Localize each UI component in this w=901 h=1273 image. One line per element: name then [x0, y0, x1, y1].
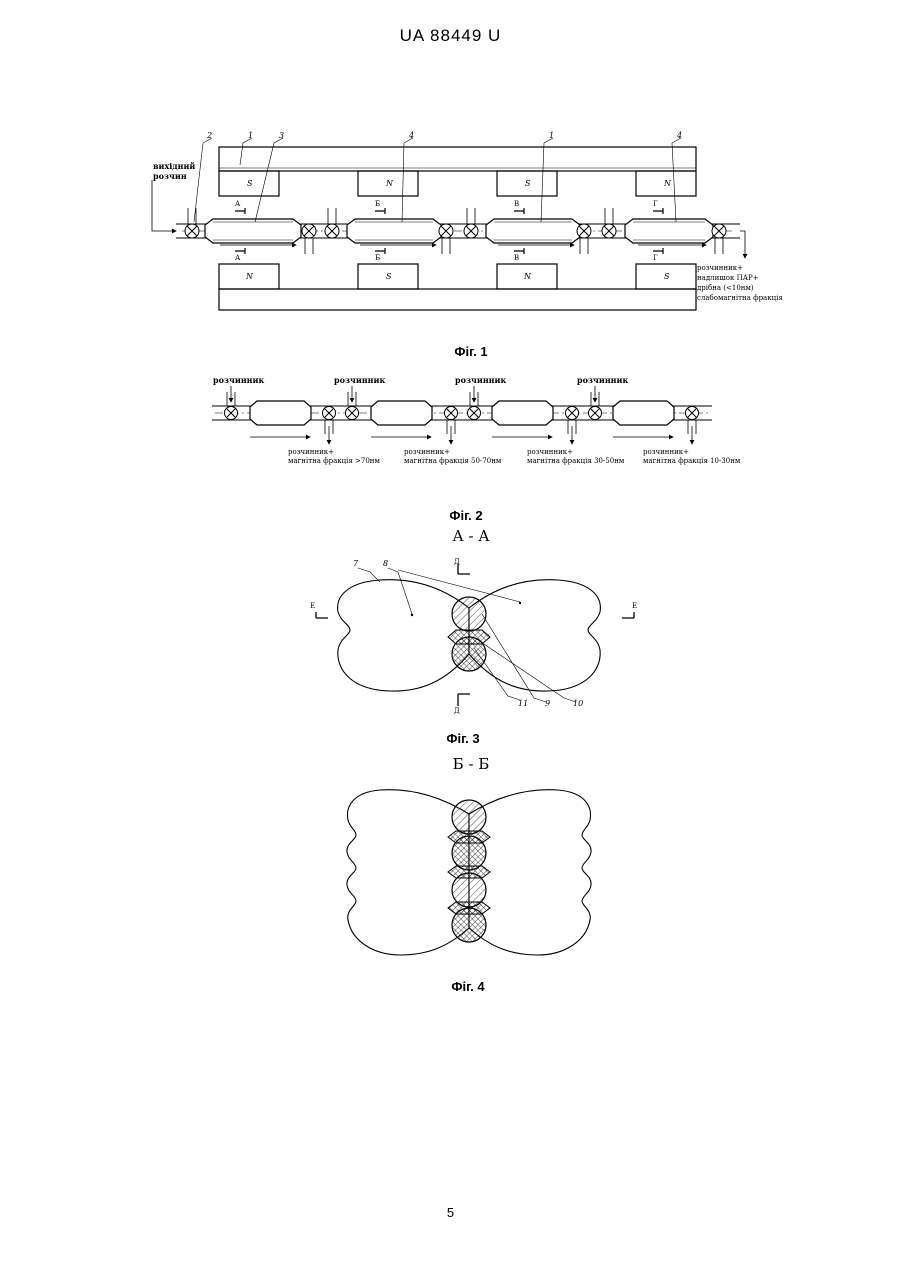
cut-mark-left: Е — [310, 602, 315, 610]
valve-4 — [439, 224, 453, 238]
section-mark-a-top: А — [235, 200, 241, 208]
input-label-line1: вихідний — [153, 161, 195, 171]
section-mark-b-bottom: Б — [375, 254, 380, 262]
magnet-pole-bottom-4: S — [664, 272, 670, 281]
valve-2 — [302, 224, 316, 238]
part-number-11: 11 — [518, 699, 528, 708]
fig2-output-3-line1: розчинник+ — [527, 448, 573, 456]
output-label-line1: розчинник+ — [697, 264, 743, 272]
part-number-8: 8 — [383, 559, 388, 568]
separator-2 — [347, 219, 441, 243]
valve-1 — [185, 224, 199, 238]
valve-7 — [602, 224, 616, 238]
fig2-output-2-line2: магнітна фракція 50-70нм — [404, 457, 502, 465]
fig4-magnetic-element-1 — [452, 800, 486, 834]
part-number-2: 2 — [206, 131, 212, 140]
cut-mark-bottom: Д — [454, 707, 460, 715]
magnet-pole-bottom-3: N — [523, 272, 532, 281]
fig2-output-1-line2: магнітна фракція >70нм — [288, 457, 380, 465]
output-label-line3: дрібна (<10нм) — [697, 284, 754, 292]
bottom-magnet-bar — [219, 289, 696, 310]
cut-mark-right: Е — [632, 602, 637, 610]
fig2-separator-2 — [371, 401, 432, 425]
part-number-1a: 1 — [248, 131, 253, 140]
fig2-solvent-label-1: розчинник — [213, 375, 264, 385]
section-mark-v-top: В — [514, 200, 519, 208]
figure-4-section-title: Б - Б — [411, 755, 531, 773]
separator-1 — [205, 219, 301, 243]
section-mark-g-top: Г — [653, 200, 658, 208]
fig2-solvent-label-3: розчинник — [455, 375, 506, 385]
fig2-separator-4 — [613, 401, 674, 425]
magnet-pole-top-4: N — [663, 179, 672, 188]
magnetic-element-9 — [452, 597, 486, 631]
section-mark-b-top: Б — [375, 200, 380, 208]
fig2-separator-3 — [492, 401, 553, 425]
figure-1-drawing: S N S N N S N S — [0, 0, 901, 345]
part-number-3: 3 — [279, 131, 284, 140]
input-label-line2: розчин — [153, 171, 187, 181]
part-number-4b: 4 — [676, 131, 682, 140]
section-mark-g-bottom: Г — [653, 254, 658, 262]
separator-3 — [486, 219, 580, 243]
figure-3-drawing: Е Е Д Д 7 8 11 9 10 — [0, 550, 901, 720]
figure-4-caption: Фіг. 4 — [408, 979, 528, 994]
section-mark-v-bottom: В — [514, 254, 519, 262]
fig4-magnetic-element-2 — [452, 836, 486, 870]
fig2-solvent-label-4: розчинник — [577, 375, 628, 385]
cut-mark-top: Д — [454, 558, 460, 566]
part-number-7: 7 — [353, 559, 359, 568]
part-number-4a: 4 — [408, 131, 414, 140]
figure-3-caption: Фіг. 3 — [403, 731, 523, 746]
fig4-magnetic-element-4 — [452, 908, 486, 942]
part-number-10: 10 — [573, 699, 583, 708]
part-number-9: 9 — [545, 699, 550, 708]
fig2-output-3-line2: магнітна фракція 30-50нм — [527, 457, 625, 465]
separator-4 — [625, 219, 713, 243]
figure-4-drawing — [0, 780, 901, 960]
magnet-pole-bottom-2: S — [386, 272, 392, 281]
top-magnet-bar — [219, 147, 696, 171]
page-number: 5 — [0, 1205, 901, 1220]
magnet-pole-top-3: S — [525, 179, 531, 188]
valve-5 — [464, 224, 478, 238]
fig2-solvent-label-2: розчинник — [334, 375, 385, 385]
magnet-pole-top-2: N — [385, 179, 394, 188]
magnet-pole-top-1: S — [247, 179, 253, 188]
figure-3-section-title: А - А — [411, 527, 531, 545]
section-mark-a-bottom: А — [235, 254, 241, 262]
valve-6 — [577, 224, 591, 238]
fig2-separator-1 — [250, 401, 311, 425]
fig2-output-1-line1: розчинник+ — [288, 448, 334, 456]
magnet-pole-bottom-1: N — [245, 272, 254, 281]
output-label-line4: слабомагнітна фракція — [697, 294, 783, 302]
output-label-line2: надлишок ПАР+ — [697, 274, 759, 282]
figure-1-caption: Фіг. 1 — [411, 344, 531, 359]
part-number-1b: 1 — [549, 131, 554, 140]
fig2-output-4-line2: магнітна фракція 10-30нм — [643, 457, 741, 465]
valve-8 — [712, 224, 726, 238]
figure-2-drawing: розчинник розчинник розчинник розчинник … — [0, 370, 901, 480]
valve-3 — [325, 224, 339, 238]
fig2-output-4-line1: розчинник+ — [643, 448, 689, 456]
fig2-output-2-line1: розчинник+ — [404, 448, 450, 456]
figure-2-caption: Фіг. 2 — [406, 508, 526, 523]
